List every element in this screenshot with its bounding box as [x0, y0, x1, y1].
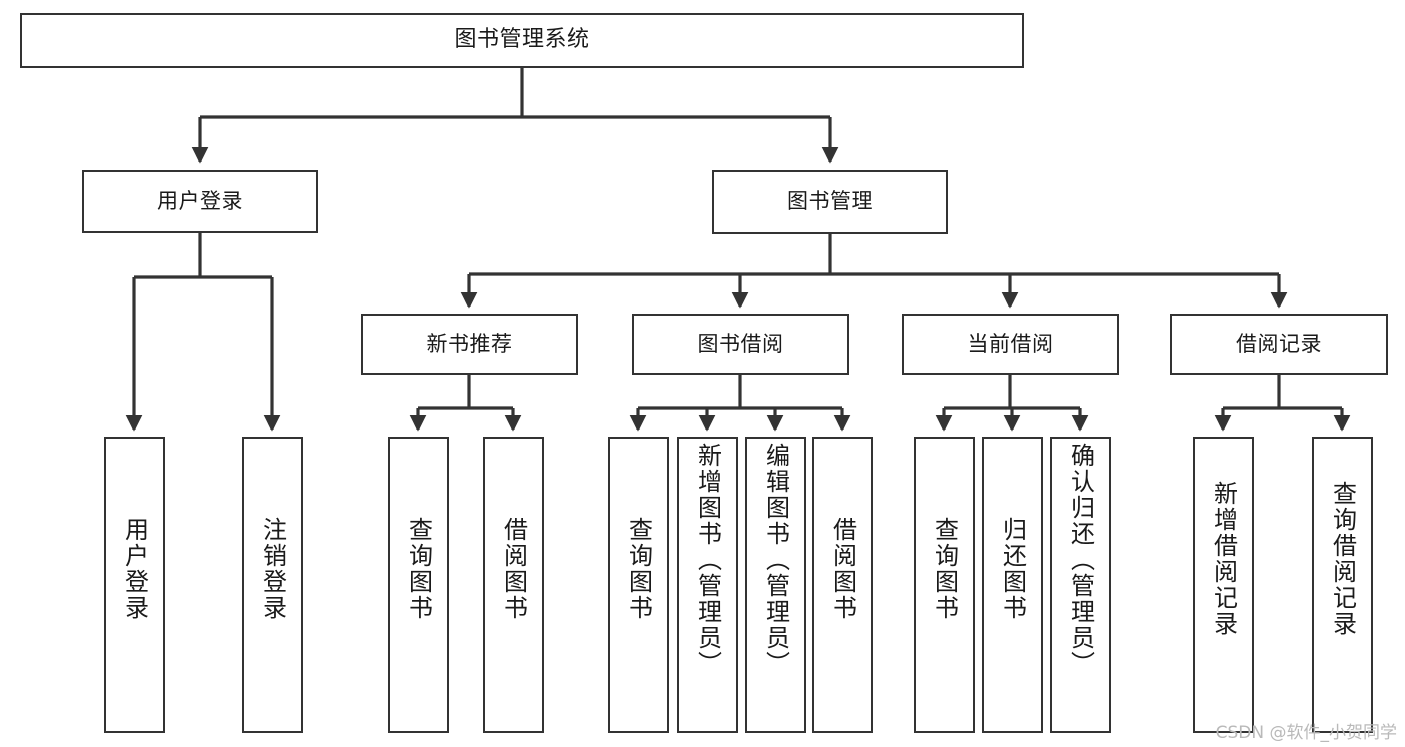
- node-label: 借阅记录: [1236, 331, 1322, 356]
- leaf-borrow-book-bookborrow[interactable]: 借阅图书: [812, 437, 873, 733]
- node-label: 新书推荐: [426, 331, 513, 356]
- leaf-query-book-bookborrow[interactable]: 查询图书: [608, 437, 669, 733]
- node-label: 注销登录: [258, 517, 287, 621]
- node-label: 图书借阅: [697, 331, 784, 356]
- node-label: 当前借阅: [967, 331, 1054, 356]
- node-label: 归还图书: [998, 517, 1027, 621]
- leaf-add-borrow-record[interactable]: 新增借阅记录: [1193, 437, 1254, 733]
- leaf-edit-book-admin[interactable]: 编辑图书（管理员）: [745, 437, 806, 733]
- node-new-book-recommend[interactable]: 新书推荐: [361, 314, 578, 375]
- leaf-borrow-book-newbook[interactable]: 借阅图书: [483, 437, 544, 733]
- node-label: 查询图书: [930, 517, 959, 621]
- leaf-add-book-admin[interactable]: 新增图书（管理员）: [677, 437, 738, 733]
- node-borrow-record[interactable]: 借阅记录: [1170, 314, 1388, 375]
- leaf-query-book-newbook[interactable]: 查询图书: [388, 437, 449, 733]
- node-current-borrow[interactable]: 当前借阅: [902, 314, 1119, 375]
- leaf-return-book[interactable]: 归还图书: [982, 437, 1043, 733]
- node-label: 用户登录: [157, 188, 243, 213]
- node-label: 图书管理系统: [454, 27, 590, 53]
- node-label: 新增图书（管理员）: [693, 443, 722, 677]
- leaf-confirm-return-admin[interactable]: 确认归还（管理员）: [1050, 437, 1111, 733]
- node-label: 查询图书: [624, 517, 653, 621]
- node-book-management[interactable]: 图书管理: [712, 170, 948, 234]
- csdn-watermark: CSDN @软件_小贺同学: [1215, 723, 1397, 743]
- node-label: 查询借阅记录: [1328, 481, 1357, 637]
- leaf-query-borrow-record[interactable]: 查询借阅记录: [1312, 437, 1373, 733]
- node-label: 图书管理: [787, 189, 873, 214]
- node-label: 用户登录: [120, 517, 149, 621]
- node-label: 借阅图书: [499, 517, 528, 621]
- node-label: 查询图书: [404, 517, 433, 621]
- node-label: 借阅图书: [828, 517, 857, 621]
- leaf-logout-login[interactable]: 注销登录: [242, 437, 303, 733]
- node-label: 新增借阅记录: [1209, 481, 1238, 637]
- node-user-login[interactable]: 用户登录: [82, 170, 318, 233]
- node-book-borrow[interactable]: 图书借阅: [632, 314, 849, 375]
- node-label: 确认归还（管理员）: [1066, 443, 1095, 677]
- leaf-query-book-currentborrow[interactable]: 查询图书: [914, 437, 975, 733]
- node-root-book-management-system[interactable]: 图书管理系统: [20, 13, 1024, 68]
- leaf-user-login[interactable]: 用户登录: [104, 437, 165, 733]
- node-label: 编辑图书（管理员）: [761, 443, 790, 677]
